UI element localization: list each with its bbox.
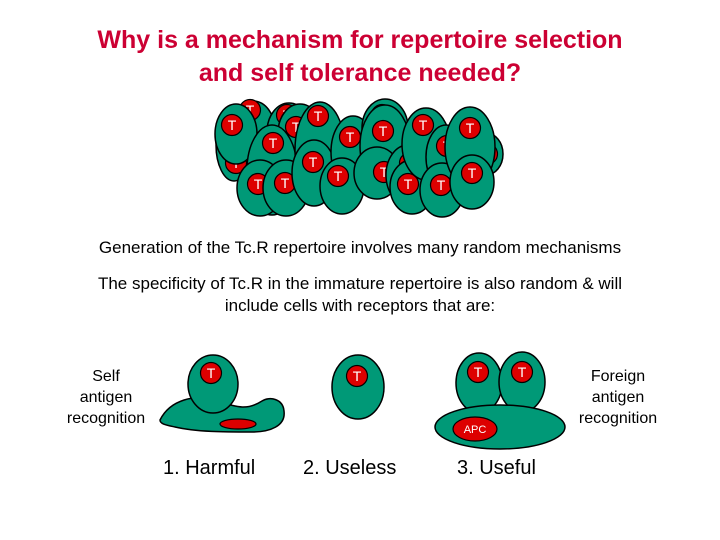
useful-interaction: T T APC — [434, 351, 566, 450]
nucleus — [460, 161, 484, 185]
useful-t-cell: T — [455, 352, 503, 414]
t-cell-label: T — [404, 176, 413, 192]
apc-label: APC — [464, 424, 487, 436]
nucleus — [466, 360, 490, 384]
nucleus — [510, 360, 534, 384]
outcome-useless: 2. Useless — [303, 457, 397, 479]
self-label-line-3: recognition — [66, 410, 146, 427]
self-label-line-1: Self — [92, 368, 120, 385]
t-cell: T — [214, 103, 258, 165]
title-line-1: Why is a mechanism for repertoire select… — [97, 26, 623, 54]
cell-outcome-diagram: T T T T APC — [159, 351, 566, 450]
foreign-antigen-label: Foreign antigen recognition — [563, 366, 673, 429]
nucleus — [396, 172, 420, 196]
t-cell-label: T — [207, 365, 216, 381]
useful-t-cell: T — [498, 351, 546, 413]
nucleus — [326, 164, 350, 188]
t-cell-label: T — [468, 165, 477, 181]
harmful-t-cell: T — [187, 354, 239, 414]
nucleus — [371, 119, 395, 143]
t-cell-label: T — [380, 164, 389, 180]
t-cell-label: T — [314, 108, 323, 124]
statement-random-generation: Generation of the Tc.R repertoire involv… — [98, 238, 622, 257]
harmful-interaction: T — [159, 354, 285, 433]
self-label-line-2: antigen — [79, 389, 133, 406]
t-cell-label: T — [353, 368, 362, 384]
nucleus — [199, 361, 223, 385]
nucleus — [301, 150, 325, 174]
foreign-label-line-1: Foreign — [590, 368, 646, 385]
t-cell-label: T — [292, 119, 301, 135]
t-cell-label: T — [379, 123, 388, 139]
t-cell-label: T — [437, 177, 446, 193]
nucleus — [306, 104, 330, 128]
outcome-useful: 3. Useful — [457, 457, 536, 479]
t-cell-label: T — [309, 154, 318, 170]
statement-random-specificity-1: The specificity of Tc.R in the immature … — [97, 274, 623, 293]
nucleus — [261, 131, 285, 155]
t-cell-label: T — [419, 117, 428, 133]
nucleus — [411, 113, 435, 137]
t-cell-label: T — [281, 175, 290, 191]
statement-random-specificity-2: include cells with receptors that are: — [224, 296, 496, 315]
t-cell-label: T — [254, 176, 263, 192]
nucleus — [220, 113, 244, 137]
t-cell-label: T — [518, 364, 527, 380]
foreign-label-line-3: recognition — [578, 410, 658, 427]
outcome-harmful: 1. Harmful — [163, 457, 256, 479]
foreign-antigen-marker — [452, 416, 498, 442]
nucleus — [345, 364, 369, 388]
foreign-label-line-2: antigen — [591, 389, 645, 406]
slide-title: Why is a mechanism for repertoire select… — [0, 24, 720, 90]
t-cell-label: T — [466, 120, 475, 136]
t-cell-cluster: TTTTTTTTTTTTTTTTTTTTTT — [214, 98, 504, 218]
t-cell: T — [449, 154, 495, 210]
self-antigen-label: Self antigen recognition — [51, 366, 161, 429]
nucleus — [458, 116, 482, 140]
t-cell-label: T — [334, 168, 343, 184]
t-cell-label: T — [228, 117, 237, 133]
useless-t-cell: T — [331, 354, 385, 420]
t-cell-label: T — [346, 129, 355, 145]
self-antigen-marker — [219, 418, 257, 430]
title-line-2: and self tolerance needed? — [198, 59, 522, 87]
t-cell-label: T — [474, 364, 483, 380]
t-cell-label: T — [269, 135, 278, 151]
t-cell-label: T — [246, 102, 255, 118]
